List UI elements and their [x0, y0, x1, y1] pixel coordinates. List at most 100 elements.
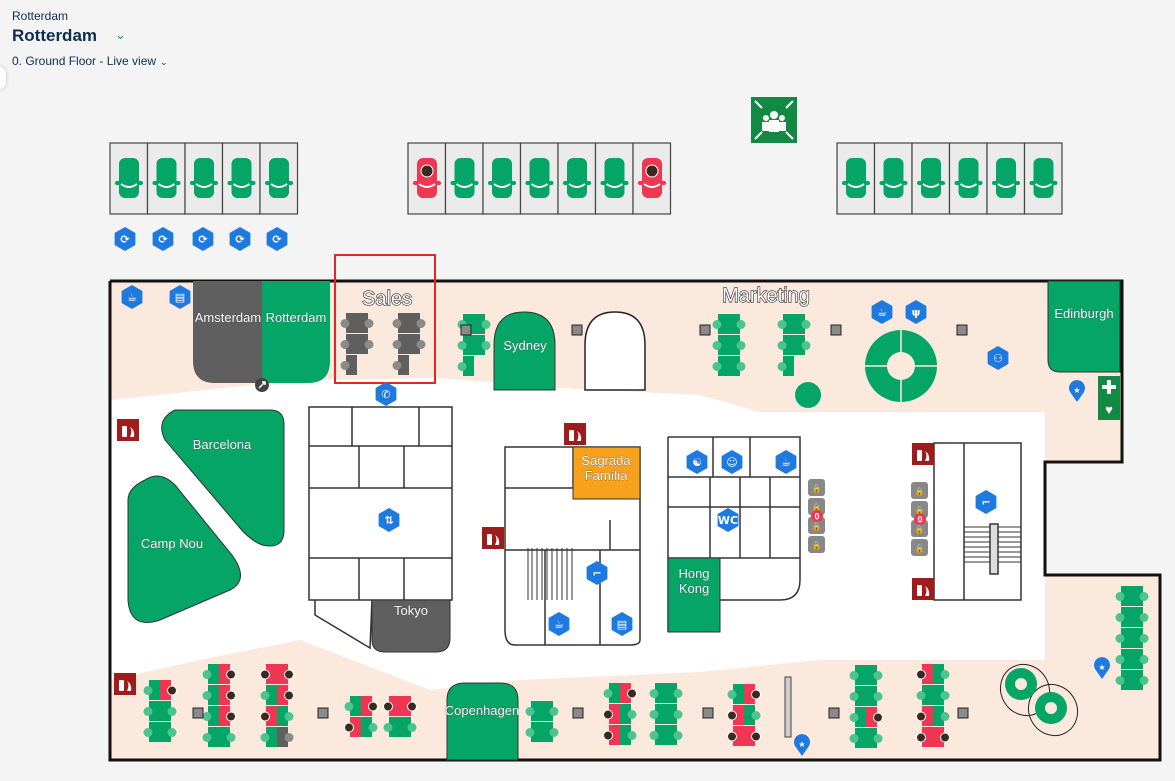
desk[interactable]: [866, 728, 883, 748]
desk[interactable]: [933, 727, 950, 747]
desk[interactable]: [1115, 628, 1133, 648]
parking-spot-middle-7[interactable]: [632, 142, 672, 215]
desk[interactable]: [277, 706, 294, 726]
parking-spot-middle-2[interactable]: [444, 142, 484, 215]
desk[interactable]: [357, 313, 374, 333]
floor-selector[interactable]: 0. Ground Floor - Live view⌄: [12, 54, 168, 68]
desk[interactable]: [392, 334, 410, 354]
desk[interactable]: [392, 355, 410, 375]
desk[interactable]: [620, 704, 637, 724]
desk[interactable]: [260, 685, 278, 705]
desk[interactable]: [744, 705, 761, 725]
locker[interactable]: [808, 517, 825, 534]
expand-icon[interactable]: [255, 378, 269, 392]
desk[interactable]: [866, 707, 883, 727]
room-camp-nou[interactable]: Camp Nou: [127, 475, 241, 623]
desk[interactable]: [202, 664, 220, 684]
locker-bank-2[interactable]: 🔒🔒🔒🔒0: [911, 482, 928, 556]
desk[interactable]: [933, 664, 950, 684]
desk[interactable]: [260, 727, 278, 747]
parking-spot-middle-4[interactable]: [519, 142, 559, 215]
desk[interactable]: [729, 356, 746, 376]
desk[interactable]: [666, 725, 683, 745]
room-amsterdam[interactable]: Amsterdam: [193, 281, 262, 383]
location-chevron-down-icon[interactable]: ⌄: [115, 27, 126, 42]
desk[interactable]: [794, 314, 811, 334]
favorite-pin-icon[interactable]: ★: [1068, 380, 1085, 402]
favorite-pin-icon[interactable]: ★: [1094, 657, 1110, 679]
room-rotterdam[interactable]: Rotterdam: [262, 281, 330, 383]
desk[interactable]: [474, 314, 491, 334]
desk[interactable]: [794, 335, 811, 355]
desk[interactable]: [849, 728, 867, 748]
desk[interactable]: [344, 696, 362, 716]
parking-spot-right-5[interactable]: [986, 142, 1026, 215]
parking-spot-left-4[interactable]: [221, 142, 261, 215]
desk[interactable]: [219, 706, 236, 726]
desk[interactable]: [1115, 586, 1133, 606]
desk[interactable]: [666, 704, 683, 724]
desk[interactable]: [849, 707, 867, 727]
parking-spot-middle-1[interactable]: [407, 142, 447, 215]
desk[interactable]: [344, 717, 362, 737]
locker-bank-1[interactable]: 🔒🔒🔒🔒0: [808, 479, 825, 553]
desk[interactable]: [525, 722, 543, 742]
locker[interactable]: [808, 479, 825, 496]
desk[interactable]: [340, 313, 358, 333]
parking-spot-right-2[interactable]: [873, 142, 913, 215]
round-table-small[interactable]: [795, 382, 821, 408]
desk[interactable]: [457, 356, 475, 376]
locker[interactable]: [808, 498, 825, 515]
desk[interactable]: [202, 727, 220, 747]
desk[interactable]: [916, 706, 934, 726]
parking-spot-left-1[interactable]: [109, 142, 149, 215]
desk[interactable]: [383, 696, 401, 716]
desk[interactable]: [649, 704, 667, 724]
desk[interactable]: [744, 726, 761, 746]
desk[interactable]: [744, 684, 761, 704]
desk[interactable]: [603, 683, 621, 703]
desk[interactable]: [357, 334, 374, 354]
desk[interactable]: [727, 726, 745, 746]
desk[interactable]: [712, 335, 730, 355]
desk[interactable]: [1115, 649, 1133, 669]
desk[interactable]: [729, 335, 746, 355]
side-panel-toggle[interactable]: [0, 66, 6, 90]
desk[interactable]: [542, 701, 559, 721]
round-table-large[interactable]: [865, 330, 937, 402]
desk[interactable]: [777, 314, 795, 334]
room-copenhagen[interactable]: Copenhagen: [445, 682, 519, 761]
desk[interactable]: [143, 701, 161, 721]
desk[interactable]: [649, 683, 667, 703]
room-edinburgh[interactable]: Edinburgh: [1047, 280, 1121, 373]
room-tokyo[interactable]: Tokyo: [371, 599, 451, 653]
locker[interactable]: [808, 536, 825, 553]
desk[interactable]: [1132, 607, 1149, 627]
parking-spot-right-1[interactable]: [836, 142, 876, 215]
desk[interactable]: [620, 725, 637, 745]
desk[interactable]: [1115, 607, 1133, 627]
desk[interactable]: [340, 334, 358, 354]
desk[interactable]: [1115, 670, 1133, 690]
desk[interactable]: [712, 314, 730, 334]
desk[interactable]: [727, 705, 745, 725]
desk[interactable]: [849, 665, 867, 685]
desk[interactable]: [160, 722, 177, 742]
parking-spot-middle-6[interactable]: [594, 142, 634, 215]
parking-spot-middle-5[interactable]: [557, 142, 597, 215]
locker[interactable]: [911, 520, 928, 537]
desk[interactable]: [916, 727, 934, 747]
desk[interactable]: [400, 696, 417, 716]
parking-spot-right-4[interactable]: [948, 142, 988, 215]
parking-spot-right-3[interactable]: [911, 142, 951, 215]
desk[interactable]: [409, 334, 426, 354]
desk[interactable]: [409, 313, 426, 333]
desk[interactable]: [202, 706, 220, 726]
desk[interactable]: [1132, 628, 1149, 648]
desk[interactable]: [219, 685, 236, 705]
desk[interactable]: [143, 680, 161, 700]
desk[interactable]: [260, 706, 278, 726]
desk[interactable]: [1132, 586, 1149, 606]
desk[interactable]: [933, 706, 950, 726]
